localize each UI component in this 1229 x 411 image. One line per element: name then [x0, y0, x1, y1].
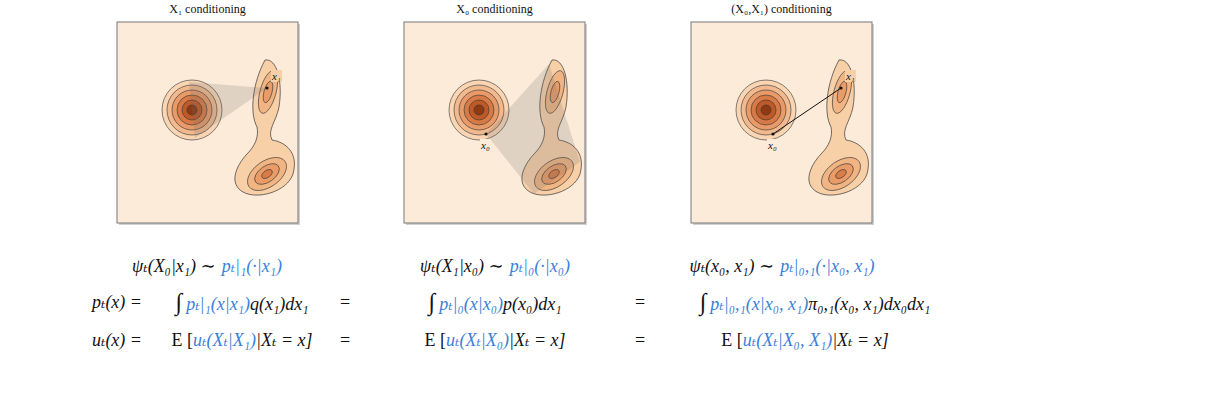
math-term: = — [340, 328, 350, 352]
math-term: = — [340, 290, 350, 314]
math-term: ψₜ(X₀|x₁) ∼ — [132, 254, 216, 278]
math-term: |Xₜ = x] — [256, 328, 313, 352]
conditional-term: pₜ|₀(x|x₀) — [439, 292, 503, 316]
math-term: = — [635, 328, 645, 352]
conditional-term: pₜ|₀,₁(x|x₀, x₁) — [710, 292, 808, 316]
math-term: = — [635, 290, 645, 314]
math-term: π₀,₁(x₀, x₁)dx₀dx₁ — [808, 292, 930, 316]
conditional-term: uₜ(Xₜ|X₁) — [193, 328, 256, 352]
conditional-term: uₜ(Xₜ|X₀, X₁) — [743, 328, 832, 352]
integral-sign: ∫ — [429, 290, 436, 314]
math-term: E [ — [424, 328, 446, 352]
equation-group: uₜ(x) = — [92, 328, 142, 352]
point-label: x₁ — [845, 70, 856, 82]
panel-title: X₀ conditioning — [404, 2, 585, 16]
conditional-term: pₜ|₀,₁(·|x₀, x₁) — [780, 254, 874, 278]
equation-group: ψₜ(X₁|x₀) ∼pₜ|₀(·|x₀) — [420, 254, 570, 278]
panel-title: X₁ conditioning — [117, 2, 298, 16]
math-term: |Xₜ = x] — [509, 328, 566, 352]
equation-group: E [uₜ(Xₜ|X₀)|Xₜ = x] — [424, 328, 565, 352]
math-term: E [ — [721, 328, 743, 352]
math-term: |Xₜ = x] — [832, 328, 889, 352]
conditional-term: uₜ(Xₜ|X₀) — [446, 328, 509, 352]
equation-group: E [uₜ(Xₜ|X₀, X₁)|Xₜ = x] — [721, 328, 888, 352]
conditional-term: pₜ|₀(·|x₀) — [510, 254, 570, 278]
point-label: x₀ — [480, 139, 491, 151]
equation-group: = — [635, 328, 645, 352]
equation-group: pₜ(x) = — [92, 290, 142, 314]
math-term: p(x₀)dx₁ — [503, 292, 561, 316]
equation-group: = — [340, 290, 350, 314]
equation-group: ∫pₜ|₁(x|x₁)q(x₁)dx₁ — [176, 290, 309, 316]
math-term: E [ — [171, 328, 193, 352]
equation-group: E [uₜ(Xₜ|X₁)|Xₜ = x] — [171, 328, 312, 352]
integral-sign: ∫ — [176, 290, 183, 314]
math-term: q(x₁)dx₁ — [250, 292, 308, 316]
math-term: uₜ(x) = — [92, 328, 142, 352]
plot-panel: X₀ conditioning x₀ — [404, 2, 585, 223]
conditional-term: pₜ|₁(x|x₁) — [186, 292, 250, 316]
conditional-term: pₜ|₁(·|x₁) — [222, 254, 282, 278]
equation-group: ∫pₜ|₀,₁(x|x₀, x₁)π₀,₁(x₀, x₁)dx₀dx₁ — [700, 290, 930, 316]
equation-group: ψₜ(x₀, x₁) ∼pₜ|₀,₁(·|x₀, x₁) — [689, 254, 874, 278]
point-label: x₁ — [271, 70, 282, 82]
plot-panel: X₁ conditioning x₁ — [117, 2, 298, 223]
panel-title: (X₀,X₁) conditioning — [691, 2, 872, 16]
equation-group: ∫pₜ|₀(x|x₀)p(x₀)dx₁ — [429, 290, 562, 316]
equation-group: ψₜ(X₀|x₁) ∼pₜ|₁(·|x₁) — [132, 254, 282, 278]
math-term: ψₜ(X₁|x₀) ∼ — [420, 254, 504, 278]
integral-sign: ∫ — [700, 290, 707, 314]
point-label: x₀ — [767, 139, 778, 151]
equation-group: = — [340, 328, 350, 352]
equation-group: = — [635, 290, 645, 314]
math-term: pₜ(x) = — [92, 290, 142, 314]
math-term: ψₜ(x₀, x₁) ∼ — [689, 254, 774, 278]
plot-panel: (X₀,X₁) conditioning x₁ x₀ — [691, 2, 872, 223]
